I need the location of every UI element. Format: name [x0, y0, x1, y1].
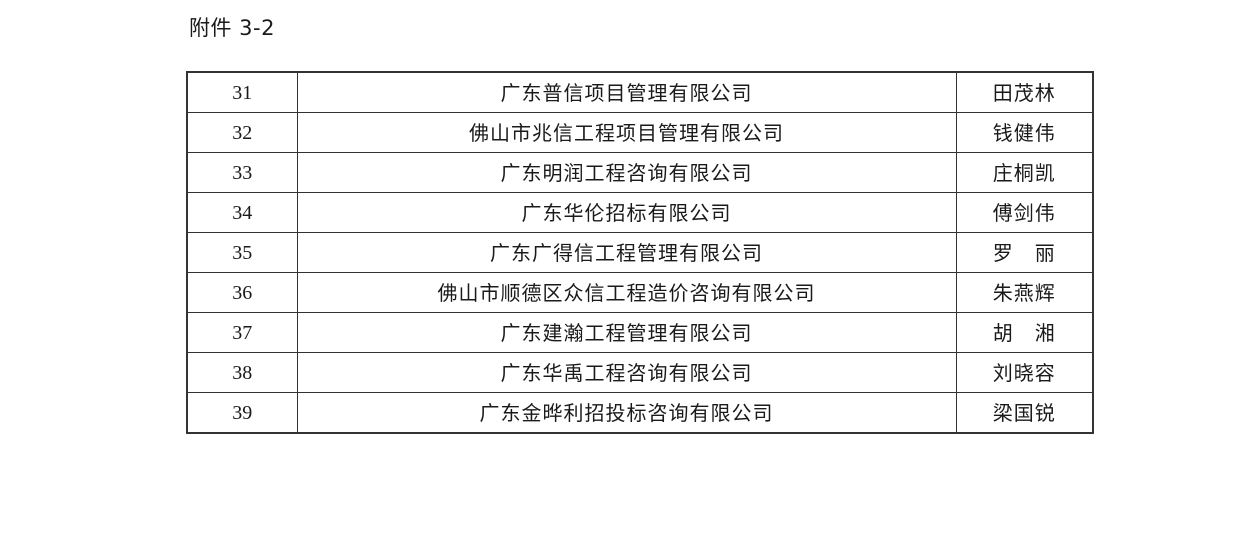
row-number: 32 [186, 112, 298, 153]
row-number: 36 [186, 272, 298, 313]
person-name: 朱燕辉 [955, 272, 1094, 313]
table-row: 31 广东普信项目管理有限公司 田茂林 [186, 71, 1094, 113]
person-name: 田茂林 [955, 71, 1094, 113]
table-row: 33 广东明润工程咨询有限公司 庄桐凯 [186, 152, 1094, 193]
row-number: 38 [186, 352, 298, 393]
row-number: 34 [186, 192, 298, 233]
company-name: 佛山市兆信工程项目管理有限公司 [296, 112, 957, 153]
table-row: 38 广东华禹工程咨询有限公司 刘晓容 [186, 352, 1094, 393]
person-name: 胡 湘 [955, 312, 1094, 353]
row-number: 33 [186, 152, 298, 193]
row-number: 39 [186, 392, 298, 434]
company-name: 佛山市顺德区众信工程造价咨询有限公司 [296, 272, 957, 313]
person-name: 钱健伟 [955, 112, 1094, 153]
company-name: 广东华禹工程咨询有限公司 [296, 352, 957, 393]
row-number: 37 [186, 312, 298, 353]
table-row: 34 广东华伦招标有限公司 傅剑伟 [186, 192, 1094, 233]
table-row: 32 佛山市兆信工程项目管理有限公司 钱健伟 [186, 112, 1094, 153]
company-name: 广东明润工程咨询有限公司 [296, 152, 957, 193]
row-number: 31 [186, 71, 298, 113]
person-name: 罗 丽 [955, 232, 1094, 273]
person-name: 梁国锐 [955, 392, 1094, 434]
person-name: 庄桐凯 [955, 152, 1094, 193]
company-name: 广东建瀚工程管理有限公司 [296, 312, 957, 353]
person-name: 傅剑伟 [955, 192, 1094, 233]
table-row: 35 广东广得信工程管理有限公司 罗 丽 [186, 232, 1094, 273]
person-name: 刘晓容 [955, 352, 1094, 393]
table-row: 37 广东建瀚工程管理有限公司 胡 湘 [186, 312, 1094, 353]
company-name: 广东普信项目管理有限公司 [296, 71, 957, 113]
table-row: 36 佛山市顺德区众信工程造价咨询有限公司 朱燕辉 [186, 272, 1094, 313]
company-name: 广东金晔利招投标咨询有限公司 [296, 392, 957, 434]
table-row: 39 广东金晔利招投标咨询有限公司 梁国锐 [186, 392, 1094, 434]
attachment-heading: 附件 3-2 [189, 16, 275, 40]
company-name: 广东广得信工程管理有限公司 [296, 232, 957, 273]
company-name: 广东华伦招标有限公司 [296, 192, 957, 233]
company-list-table: 31 广东普信项目管理有限公司 田茂林 32 佛山市兆信工程项目管理有限公司 钱… [186, 71, 1094, 434]
row-number: 35 [186, 232, 298, 273]
